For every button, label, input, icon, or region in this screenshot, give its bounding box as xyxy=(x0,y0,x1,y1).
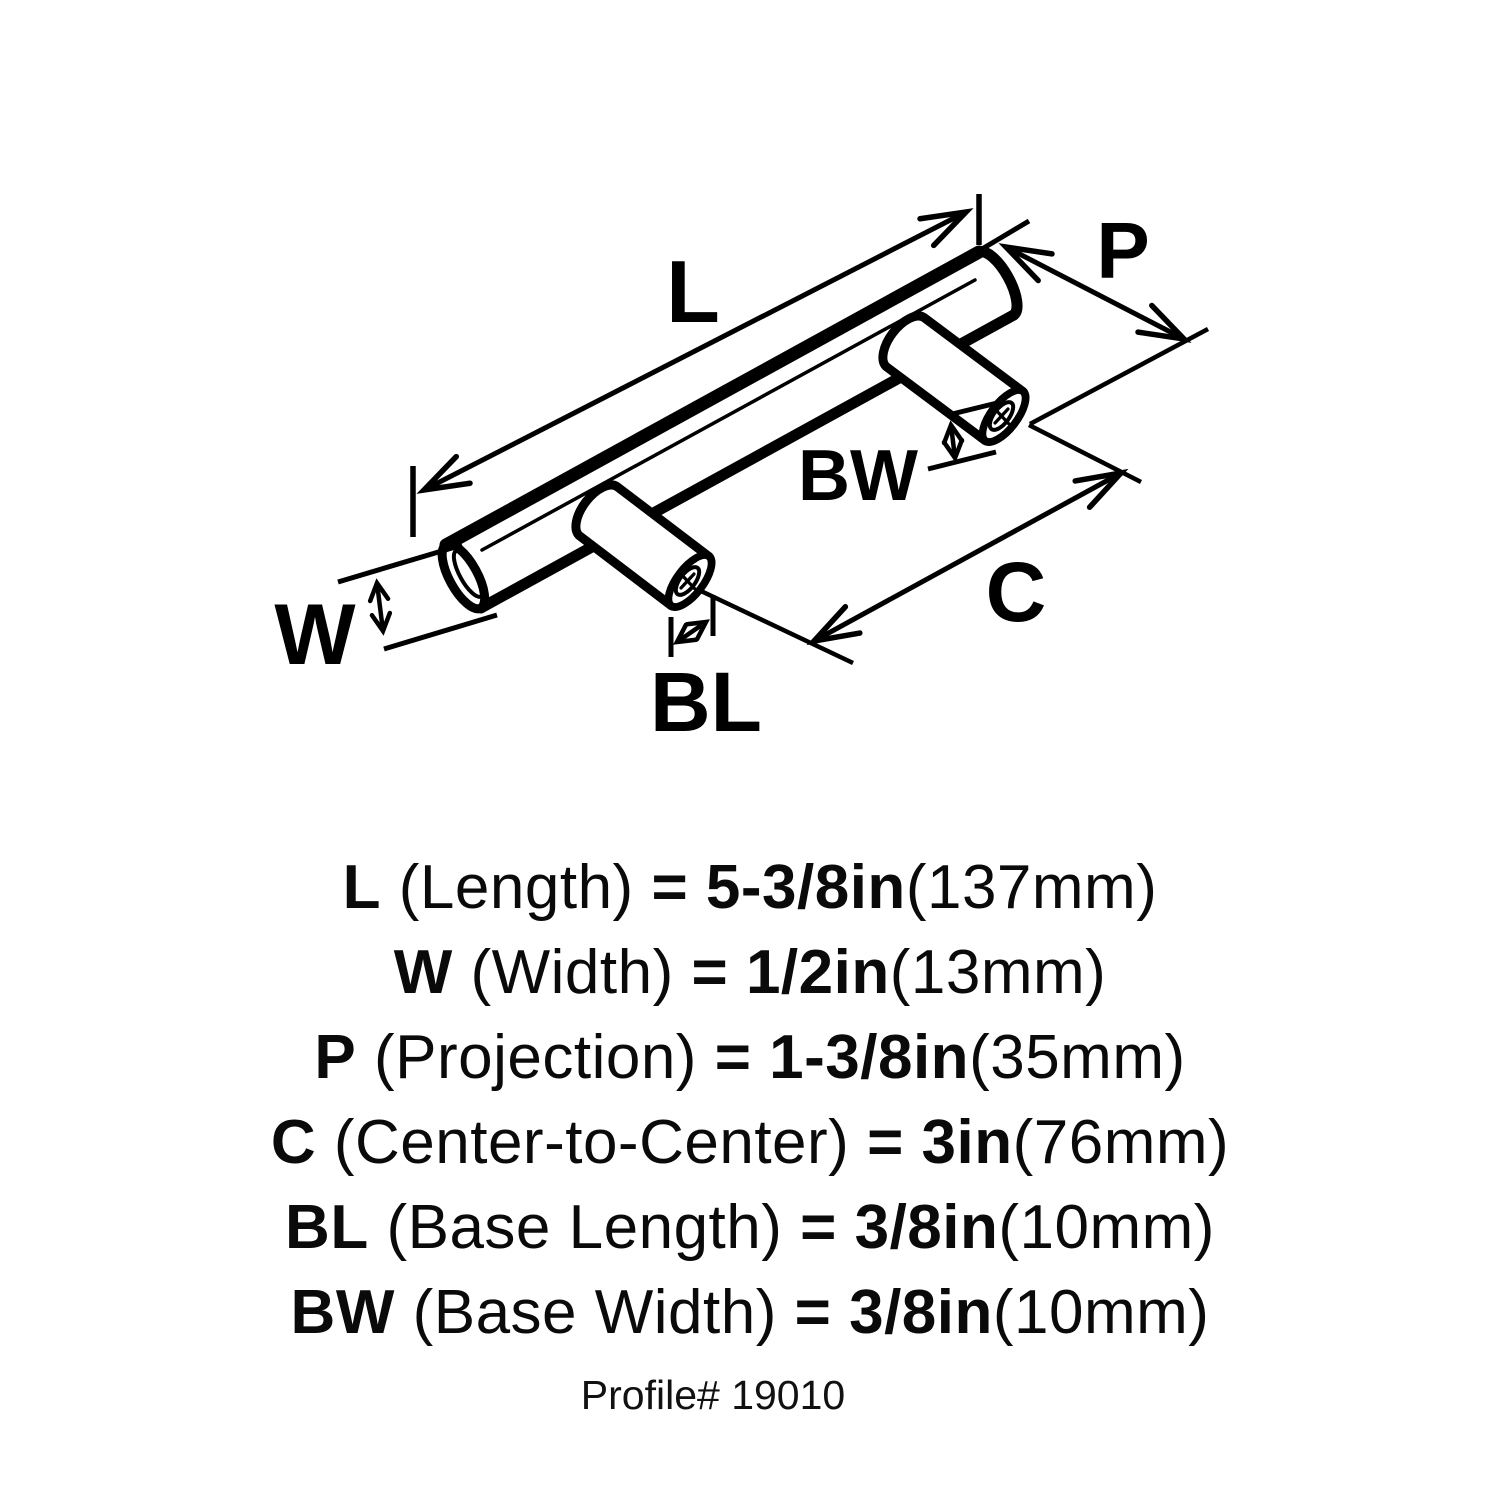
dim-guide xyxy=(383,612,498,652)
dim-metric-value: (137mm) xyxy=(905,853,1158,922)
dim-imperial-value: 3in xyxy=(921,1108,1013,1177)
screw-slot xyxy=(993,407,1010,425)
dim-descriptor: (Center-to-Center) xyxy=(333,1108,850,1177)
profile-number: Profile# 19010 xyxy=(580,1372,846,1418)
dimension-width: W xyxy=(274,542,498,683)
legend-line-length: L (Length) = 5-3/8in(137mm) xyxy=(0,845,1500,930)
dimension-line-bw xyxy=(941,420,965,463)
extension-line xyxy=(1028,327,1210,426)
dim-imperial-value: 1/2in xyxy=(745,938,890,1007)
screw-slot xyxy=(679,572,696,590)
equals-sign: = xyxy=(651,853,689,922)
dim-code: W xyxy=(393,938,453,1007)
equals-sign: = xyxy=(800,1193,837,1262)
label-w: W xyxy=(274,587,356,683)
dimension-projection: P xyxy=(980,206,1210,426)
legend-line-base-length: BL (Base Length) = 3/8in(10mm) xyxy=(0,1185,1500,1270)
bar-pull-drawing xyxy=(437,245,1030,614)
dim-descriptor: (Projection) xyxy=(373,1023,697,1092)
label-bw: BW xyxy=(798,436,918,516)
dim-code: BW xyxy=(290,1278,395,1347)
dim-guide xyxy=(927,449,997,472)
dim-code: BL xyxy=(285,1193,369,1262)
dim-descriptor: (Base Width) xyxy=(412,1278,777,1347)
dimension-base-width: BW xyxy=(798,400,998,516)
label-p: P xyxy=(1096,206,1149,295)
label-l: L xyxy=(666,242,720,341)
dim-imperial-value: 5-3/8in xyxy=(705,853,906,922)
equals-sign: = xyxy=(691,938,729,1007)
bar-open-end-inner-rim xyxy=(451,548,486,599)
extension-line xyxy=(1027,422,1143,485)
dim-imperial-value: 3/8in xyxy=(849,1278,993,1347)
equals-sign: = xyxy=(794,1278,832,1347)
mounting-post-lower xyxy=(571,480,716,611)
dim-tick xyxy=(980,218,1031,252)
legend-line-base-width: BW (Base Width) = 3/8in(10mm) xyxy=(0,1270,1500,1355)
dim-descriptor: (Width) xyxy=(470,938,674,1007)
dim-metric-value: (76mm) xyxy=(1012,1108,1230,1177)
extension-line xyxy=(700,588,854,666)
dim-metric-value: (13mm) xyxy=(889,938,1107,1007)
dim-guide xyxy=(337,542,463,585)
dim-descriptor: (Length) xyxy=(398,853,634,922)
dimension-line-w xyxy=(367,578,393,636)
dimension-base-length: BL xyxy=(650,595,762,749)
dimension-line-p xyxy=(998,243,1192,343)
equals-sign: = xyxy=(867,1108,904,1177)
dim-code: L xyxy=(342,853,382,922)
legend-line-projection: P (Projection) = 1-3/8in(35mm) xyxy=(0,1015,1500,1100)
label-c: C xyxy=(986,545,1047,639)
dim-imperial-value: 3/8in xyxy=(854,1193,999,1262)
dimension-line-c xyxy=(806,468,1129,646)
dimension-center-to-center: C xyxy=(700,422,1143,666)
dimension-length: L xyxy=(410,194,982,537)
dimension-line-l xyxy=(416,208,974,494)
dim-metric-value: (35mm) xyxy=(969,1023,1186,1092)
dim-code: P xyxy=(314,1023,357,1092)
dim-imperial-value: 1-3/8in xyxy=(769,1023,970,1092)
label-bl: BL xyxy=(650,655,762,749)
dim-guide xyxy=(947,400,998,418)
equals-sign: = xyxy=(714,1023,752,1092)
legend-line-center-to-center: C (Center-to-Center) = 3in(76mm) xyxy=(0,1100,1500,1185)
dim-metric-value: (10mm) xyxy=(998,1193,1215,1262)
dim-descriptor: (Base Length) xyxy=(386,1193,783,1262)
dimension-line-bl xyxy=(673,619,710,645)
legend-line-width: W (Width) = 1/2in(13mm) xyxy=(0,930,1500,1015)
dim-code: C xyxy=(270,1108,317,1177)
dim-metric-value: (10mm) xyxy=(992,1278,1210,1347)
dimension-legend: L (Length) = 5-3/8in(137mm) W (Width) = … xyxy=(0,845,1500,1355)
